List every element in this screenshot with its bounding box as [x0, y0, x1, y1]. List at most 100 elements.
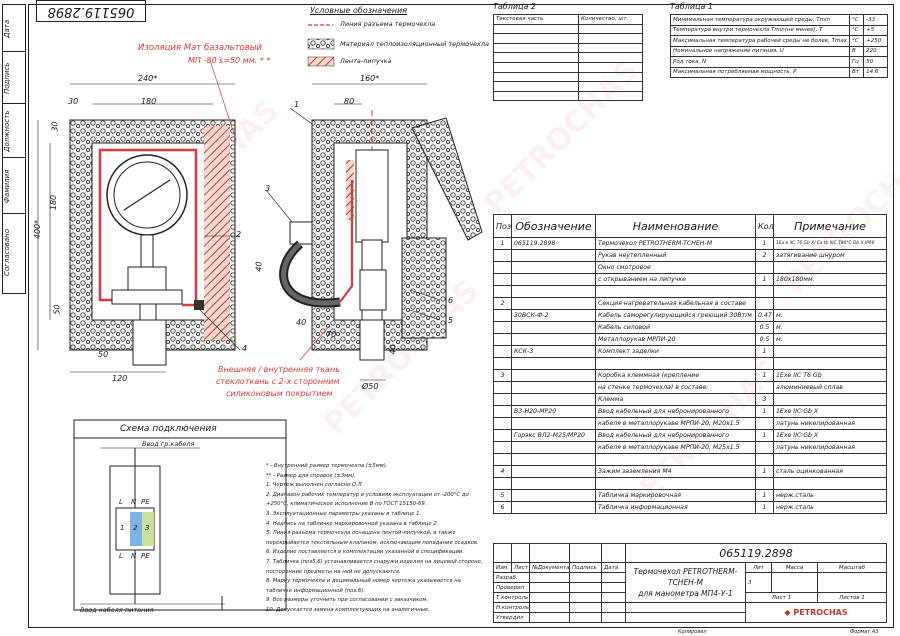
dimension: 50: [52, 304, 62, 315]
spec-cell: [511, 465, 596, 478]
spec-cell: 1: [755, 345, 774, 358]
spec-cell: [755, 357, 774, 370]
spec-row: [493, 285, 887, 298]
dimension: 180: [141, 97, 157, 106]
spec-cell: [511, 417, 596, 430]
spec-cell: 4: [493, 465, 512, 478]
dimension: 180: [49, 194, 59, 211]
lit-head: Лит: [745, 562, 772, 573]
spec-cell: Зажим заземления М4: [595, 465, 756, 478]
spec-cell: кабеля в металлорукаве МРПИ-20, М25х1.5: [595, 441, 756, 454]
spec-cell: 065119.2898: [511, 237, 596, 250]
fabric-note: силиконовым покрытием: [226, 389, 333, 398]
table1: Минимальная температура окружающей среды…: [670, 14, 888, 78]
spec-cell: латунь никелированная: [773, 417, 887, 430]
spec-cell: [773, 297, 887, 310]
spec-row: [493, 453, 887, 466]
table1-cell: Максимальная потребляемая мощность, P: [670, 66, 850, 78]
note-line: 7. Табличка (поз5,6) устанавливается сна…: [266, 558, 483, 565]
spec-cell: Табличка маркировочная: [595, 489, 756, 502]
spec-cell: 5: [493, 489, 512, 502]
spec-cell: [511, 369, 596, 382]
spec-cell: Окно смотровое: [595, 261, 756, 274]
terminal-label: L: [119, 552, 123, 560]
spec-cell: [511, 381, 596, 394]
dimension: 50: [98, 350, 109, 359]
title-col-head: Дата: [601, 562, 626, 573]
spec-cell: [511, 321, 596, 334]
terminal-label: 3: [145, 524, 150, 532]
callout-number: 4: [242, 344, 248, 353]
table2-title: Таблица 2: [493, 2, 537, 11]
spec-cell: сталь оцинкованная: [773, 465, 887, 478]
spec-header: Примечание: [773, 214, 887, 238]
spec-cell: [493, 405, 512, 418]
spec-cell: 180х180мм.: [773, 273, 887, 286]
title-col-head: Изм.: [493, 562, 512, 573]
spec-row: кабеля в металлорукаве МРПИ-20, М20х1.5 л…: [493, 417, 887, 430]
dimension: Ø50: [362, 382, 379, 391]
spec-cell: 6: [493, 501, 512, 514]
spec-cell: нерж.сталь: [773, 489, 887, 502]
spec-cell: Коробка клеммная (крепление: [595, 369, 756, 382]
note-line: +250°С, климатическое исполнение В по ГО…: [266, 501, 427, 508]
callout-number: 5: [448, 316, 454, 325]
spec-cell: Табличка информационная: [595, 501, 756, 514]
spec-cell: [511, 333, 596, 346]
terminal-label: L: [119, 498, 123, 506]
terminal-label: N: [131, 498, 137, 506]
spec-cell: [493, 285, 512, 298]
spec-cell: [511, 297, 596, 310]
spec-cell: 3: [493, 369, 512, 382]
terminal-label: PE: [141, 552, 150, 560]
spec-cell: Кабель саморегулирующийся греющий 30Вт/м: [595, 309, 756, 322]
spec-cell: КСК-3: [511, 345, 596, 358]
table1-cell: Минимальная температура окружающей среды…: [670, 14, 850, 26]
spec-cell: 0.47: [755, 309, 774, 322]
spec-cell: [755, 477, 774, 490]
spec-cell: [493, 453, 512, 466]
spec-cell: [511, 441, 596, 454]
table1-cell: Гц: [848, 56, 865, 68]
callout-number: 3: [265, 184, 271, 193]
spec-cell: [493, 381, 512, 394]
dimension: 120: [112, 374, 128, 383]
spec-cell: [595, 477, 756, 490]
spec-cell: [773, 477, 887, 490]
spec-cell: 1: [755, 237, 774, 250]
terminal-label: N: [131, 552, 137, 560]
note-line: 5. Линия разъема термочехла оснащена лен…: [266, 530, 456, 537]
spec-cell: [493, 261, 512, 274]
spec-cell: [493, 309, 512, 322]
note-line: 8. Марку термочехла и децимальный номер …: [266, 578, 461, 585]
legend-item: Лента-липучка: [340, 57, 392, 65]
table2-header: Количество, шт.: [578, 14, 643, 25]
spec-cell: кабеля в металлорукаве МРПИ-20, М20х1.5: [595, 417, 756, 430]
dimension: 240*: [138, 74, 158, 83]
table1-cell: +5: [863, 24, 888, 36]
title-block: 065119.2898 Изм. Лист №Документа Подпись…: [493, 543, 887, 623]
note-line: 9. Все размеры уточнить при согласовании…: [266, 597, 429, 604]
dimension: 40: [254, 261, 264, 272]
dimension: 40: [388, 344, 398, 355]
spec-cell: [511, 357, 596, 370]
sheet-label: Лист 1: [745, 592, 818, 603]
dimension: 70: [326, 330, 337, 339]
product-name-sub: для манометра МП4-У-1: [638, 589, 733, 598]
note-line: табличке информационной (поз.6).: [266, 587, 365, 594]
spec-cell: Кабель силовой: [595, 321, 756, 334]
table1-cell: -33: [863, 14, 888, 26]
spec-cell: [595, 285, 756, 298]
spec-cell: м.: [773, 321, 887, 334]
